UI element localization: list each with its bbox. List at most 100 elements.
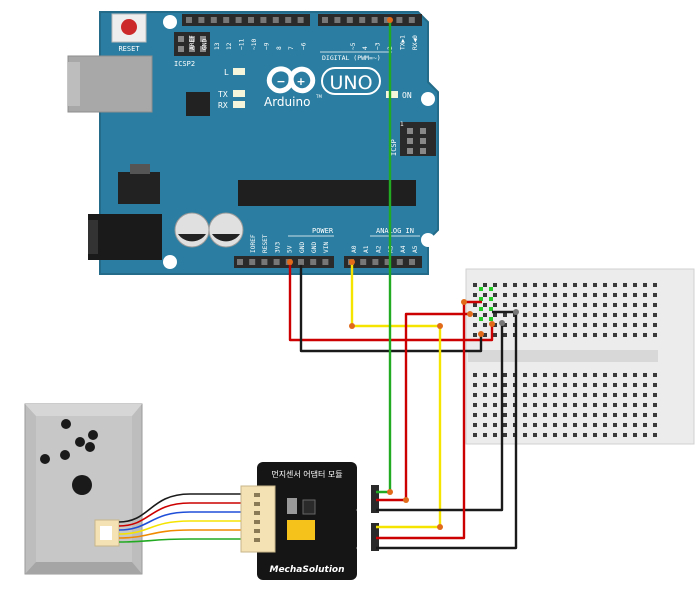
- reset-button[interactable]: [111, 13, 147, 43]
- wire-end: [387, 489, 393, 495]
- power-pin-hole: [322, 259, 329, 265]
- capacitor: [174, 212, 210, 248]
- usb-connector: [67, 55, 153, 113]
- digital-pin-label: ~11: [239, 39, 246, 50]
- wire-end: [437, 524, 443, 530]
- analog-pin-hole: [384, 259, 391, 265]
- power-pin-hole: [237, 259, 243, 265]
- wire-endpoints: [287, 17, 519, 530]
- breadboard: [465, 268, 695, 445]
- icsp2-label: ICSP2: [174, 60, 195, 68]
- wire-led-vcc: [376, 312, 470, 502]
- sensor-cable: [118, 493, 243, 543]
- brand-name: Arduino: [264, 95, 310, 109]
- breadboard-hole-grid-top: [472, 280, 662, 340]
- led-rx-label: RX: [218, 101, 228, 110]
- led-tx-label: TX: [218, 90, 228, 99]
- sensor-cable-wire: [118, 520, 243, 535]
- led-l-label: L: [224, 68, 229, 77]
- adapter-pin-label: VCC: [358, 537, 370, 543]
- sensor-connector-slot: [100, 526, 112, 540]
- wire-led-gnd: [376, 323, 504, 512]
- power-pin-label: IOREF: [250, 234, 257, 253]
- digital-pin-label: ~3: [375, 42, 382, 50]
- voltage-regulator: [118, 164, 160, 204]
- wire-end: [513, 309, 519, 315]
- digital-pin-label: AREF: [189, 35, 196, 50]
- dust-sensor-adapter-module: 먼지센서 어댑터 모듈 MechaSolution LEDVCCGNDOUTVC…: [240, 462, 379, 580]
- digital-pin-label: RX◀0: [412, 35, 419, 50]
- adapter-top-header: [371, 485, 379, 513]
- model-badge: [321, 67, 381, 95]
- wire-end: [298, 259, 304, 265]
- digital-label: DIGITAL (PWM=~): [322, 54, 381, 62]
- wire-end: [349, 323, 355, 329]
- mounting-hole: [163, 255, 177, 269]
- sensor-cable-wire: [118, 502, 243, 527]
- digital-pin-label: 7: [288, 46, 295, 50]
- icsp-header: [400, 122, 436, 156]
- digital-pin-hole: [248, 17, 254, 23]
- breadboard-hole-grid-bottom: [472, 368, 662, 438]
- digital-pin-label: 12: [226, 42, 233, 50]
- power-pin-hole: [273, 259, 280, 265]
- adapter-bottom-header: [371, 523, 379, 551]
- adapter-title: 먼지센서 어댑터 모듈: [271, 469, 342, 479]
- power-pin-label: VIN: [323, 242, 330, 253]
- logo-plus: +: [296, 75, 305, 88]
- digital-pin-label: 8: [276, 46, 283, 50]
- power-pin-label: RESET: [262, 234, 269, 253]
- wire-end: [287, 259, 293, 265]
- sensor-cable-wire: [118, 529, 243, 539]
- bottom-pin-holes: [237, 259, 415, 265]
- sensor-lens-hole: [72, 475, 92, 495]
- digital-pin-holes: [186, 17, 415, 23]
- power-header: [234, 256, 334, 268]
- wire-end: [489, 321, 495, 327]
- digital-pin-label: ~10: [251, 39, 258, 50]
- digital-pin-hole: [396, 17, 403, 23]
- digital-pin-hole: [186, 17, 192, 23]
- power-pin-hole: [249, 259, 256, 265]
- analog-pin-label: A4: [400, 245, 407, 253]
- sensor-hole: [61, 419, 71, 429]
- adapter-resistor: [287, 498, 297, 514]
- sensor-hole: [75, 437, 85, 447]
- sensor-hole: [85, 442, 95, 452]
- led-l: [233, 68, 245, 75]
- capacitor: [208, 212, 244, 248]
- adapter-pin-label: OUT: [357, 528, 369, 534]
- digital-pin-hole: [235, 17, 242, 23]
- infinity-logo-icon: [266, 66, 316, 94]
- analog-pin-label: A1: [363, 245, 370, 253]
- capacitor-mark: [178, 234, 206, 242]
- led-tx: [233, 90, 245, 97]
- power-barrel-jack: [88, 214, 162, 260]
- sensor-cable-wire: [118, 538, 243, 543]
- analog-pin-hole: [372, 259, 379, 265]
- wire-a0-to-sensor-out: [350, 262, 442, 529]
- analog-pin-label: A5: [412, 245, 419, 253]
- sensor-hole: [88, 430, 98, 440]
- breadboard-center-channel: [468, 350, 658, 362]
- wire-end: [499, 320, 505, 326]
- power-pin-label: 3V3: [274, 242, 281, 253]
- digital-pin-label: 13: [214, 42, 221, 50]
- wire-end: [461, 299, 467, 305]
- sensor-cable-wire: [118, 511, 243, 531]
- mounting-hole: [421, 92, 435, 106]
- arduino-logo: − + Arduino TM UNO: [264, 66, 381, 109]
- power-pin-label: GND: [299, 242, 306, 253]
- dust-sensor: [24, 403, 143, 575]
- reset-label: RESET: [118, 45, 140, 53]
- sensor-hole: [60, 450, 70, 460]
- adapter-pin-label: VCC: [358, 499, 370, 505]
- capacitor-mark: [212, 234, 240, 242]
- wire-end: [403, 497, 409, 503]
- jst-pins: [254, 493, 260, 542]
- power-pin-label: 5V: [287, 245, 294, 253]
- digital-pin-hole: [346, 17, 353, 23]
